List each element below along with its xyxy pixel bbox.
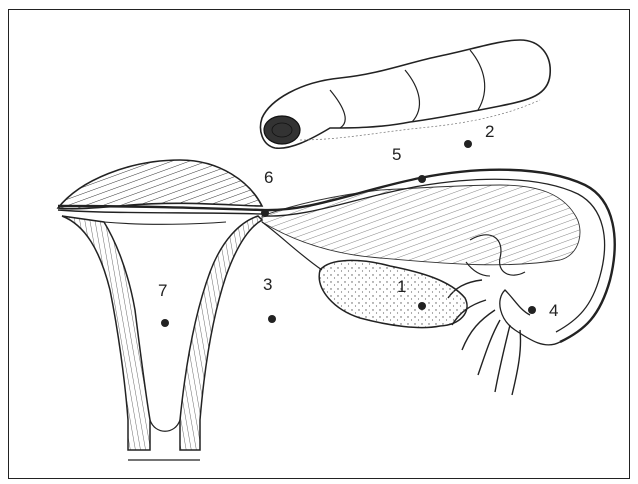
marker-4-dot [528,306,536,314]
label-6: 6 [264,168,273,187]
label-2: 2 [485,122,494,141]
mesosalpinx [262,185,580,265]
label-4: 4 [549,301,558,320]
label-5: 5 [392,145,401,164]
marker-1-dot [418,302,426,310]
marker-5-dot [418,175,426,183]
label-1: 1 [397,277,406,296]
marker-3-dot [268,315,276,323]
uterus-body [62,216,262,460]
ovary [319,260,467,327]
tube-cross-section [261,40,551,148]
label-3: 3 [263,275,272,294]
label-7: 7 [158,281,167,300]
marker-7-dot [161,319,169,327]
marker-2-dot [464,140,472,148]
marker-6-dot [261,209,269,217]
